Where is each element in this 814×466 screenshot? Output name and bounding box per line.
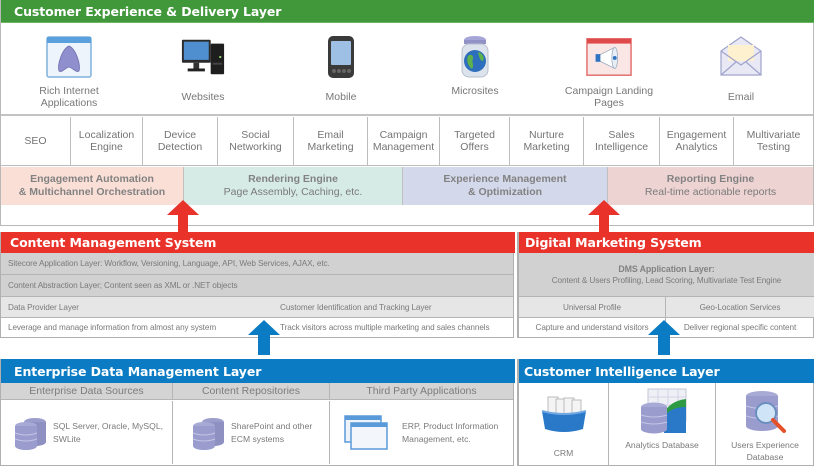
feature-engagement-analytics: Engagement Analytics <box>660 117 734 165</box>
customer-identification-layer: Customer Identification and Tracking Lay… <box>280 302 432 312</box>
engine-engagement-automation: Engagement Automation & Multichannel Orc… <box>1 167 184 205</box>
users-experience-database-label: Users Experience Database <box>731 440 799 462</box>
engine-subtitle: Real-time actionable reports <box>644 186 777 198</box>
channel-label: Microsites <box>451 85 499 97</box>
feature-email-marketing: Email Marketing <box>294 117 368 165</box>
geo-location-description: Deliver regional specific content <box>683 323 797 332</box>
third-party-applications-cell: ERP, Product Information Management, etc… <box>330 401 513 464</box>
content-repositories-header: Content Repositories <box>173 383 330 400</box>
analytics-database-icon <box>640 388 687 434</box>
engine-subtitle: Page Assembly, Caching, etc. <box>223 186 363 198</box>
geo-location-services: Geo-Location Services <box>666 297 814 318</box>
cms-application-layer: Sitecore Application Layer: Workflow, Ve… <box>1 253 513 275</box>
customer-intelligence-layer: Customer Intelligence Layer CRM Analytic… <box>517 359 814 466</box>
channel-label: Websites <box>181 91 225 103</box>
megaphone-icon <box>586 33 632 81</box>
crm-folder-icon <box>541 396 586 432</box>
engine-rendering: Rendering Engine Page Assembly, Caching,… <box>184 167 403 205</box>
engine-title: Rendering Engine <box>248 173 338 185</box>
channel-campaign-landing-pages: Campaign Landing Pages <box>549 33 669 109</box>
channel-rich-internet-applications: Rich Internet Applications <box>9 33 129 109</box>
engine-title: Engagement Automation <box>30 173 154 185</box>
envelope-icon <box>718 33 764 81</box>
customer-experience-header: Customer Experience & Delivery Layer <box>1 0 814 23</box>
engine-title: Reporting Engine <box>666 173 755 185</box>
universal-profile-description: Capture and understand visitors <box>519 318 666 337</box>
engine-experience-management: Experience Management & Optimization <box>403 167 608 205</box>
channel-label: Email <box>727 91 755 103</box>
database-icon <box>192 417 224 450</box>
channel-label: Mobile <box>325 91 357 103</box>
engine-subtitle: & Multichannel Orchestration <box>18 186 166 198</box>
content-repositories-cell: SharePoint and other ECM systems <box>173 401 330 464</box>
channel-microsites: Microsites <box>415 33 535 97</box>
database-icon <box>14 417 46 450</box>
rich-internet-app-icon <box>46 33 92 81</box>
engines-row: Engagement Automation & Multichannel Orc… <box>1 167 813 205</box>
data-provider-layer: Data Provider Layer <box>8 302 79 312</box>
cms-layer-names: Data Provider Layer Customer Identificat… <box>1 297 513 318</box>
universal-profile: Universal Profile <box>519 297 666 318</box>
data-provider-description: Leverage and manage information from alm… <box>8 323 217 332</box>
desktop-computer-icon <box>180 33 226 81</box>
channel-mobile: Mobile <box>281 33 401 103</box>
enterprise-data-sources-text: SQL Server, Oracle, MySQL, SWLite <box>53 421 164 444</box>
dms-app-layer-title: DMS Application Layer: <box>618 263 715 274</box>
customer-experience-layer: Customer Experience & Delivery Layer Ric… <box>0 0 814 226</box>
users-experience-database-cell: Users Experience Database <box>716 383 814 465</box>
crm-cell: CRM <box>519 383 609 465</box>
cms-content-abstraction-layer: Content Abstraction Layer; Content seen … <box>1 275 513 297</box>
arrow-up-enterprise-to-cms <box>248 320 280 355</box>
dms-header: Digital Marketing System <box>519 232 814 253</box>
crm-label: CRM <box>553 448 574 458</box>
channel-label: Campaign Landing Pages <box>564 85 654 109</box>
engine-subtitle: & Optimization <box>467 186 543 198</box>
globe-jar-icon <box>452 33 498 81</box>
feature-multivariate-testing: Multivariate Testing <box>746 128 801 154</box>
feature-localization-engine: Localization Engine <box>71 117 143 165</box>
feature-targeted-offers: Targeted Offers <box>440 117 510 165</box>
enterprise-data-sources-header: Enterprise Data Sources <box>1 383 173 400</box>
features-row: SEO Localization Engine Device Detection… <box>1 117 813 166</box>
arrow-up-cms-to-experience <box>167 200 199 233</box>
feature-seo: SEO <box>1 117 71 165</box>
customer-intelligence-header: Customer Intelligence Layer <box>519 359 814 383</box>
channels-row: Rich Internet Applications Websites <box>1 23 813 116</box>
feature-campaign-management: Campaign Management <box>368 117 440 165</box>
feature-social-networking: Social Networking <box>218 117 294 165</box>
content-management-system: Content Management System Sitecore Appli… <box>0 232 515 338</box>
feature-device-detection: Device Detection <box>143 117 218 165</box>
arrow-up-dms-to-experience <box>588 200 620 233</box>
dms-application-layer: DMS Application Layer: Content & Users P… <box>519 253 814 297</box>
enterprise-data-sources-cell: SQL Server, Oracle, MySQL, SWLite <box>1 401 173 464</box>
analytics-database-cell: Analytics Database <box>609 383 716 465</box>
dms-app-layer-detail: Content & Users Profiling, Lead Scoring,… <box>551 275 782 285</box>
enterprise-header: Enterprise Data Management Layer <box>1 359 515 383</box>
content-repositories-text: SharePoint and other ECM systems <box>231 421 313 444</box>
channel-label: Rich Internet Applications <box>39 85 99 109</box>
feature-sales-intelligence: Sales Intelligence <box>584 117 660 165</box>
database-search-icon <box>745 391 786 433</box>
channel-email: Email <box>681 33 801 103</box>
mobile-device-icon <box>318 33 364 81</box>
channel-websites: Websites <box>143 33 263 103</box>
customer-identification-description: Track visitors across multiple marketing… <box>280 323 490 332</box>
engine-title: Experience Management <box>443 173 567 185</box>
feature-nurture-marketing: Nurture Marketing <box>510 117 584 165</box>
cms-header: Content Management System <box>1 232 515 253</box>
digital-marketing-system: Digital Marketing System DMS Application… <box>517 232 814 338</box>
third-party-applications-text: ERP, Product Information Management, etc… <box>402 421 499 444</box>
enterprise-data-management-layer: Enterprise Data Management Layer Enterpr… <box>0 359 515 466</box>
engine-reporting: Reporting Engine Real-time actionable re… <box>608 167 813 205</box>
analytics-database-label: Analytics Database <box>625 440 699 450</box>
arrow-up-intelligence-to-dms <box>648 320 680 355</box>
third-party-applications-header: Third Party Applications <box>330 383 513 400</box>
application-windows-icon <box>344 414 388 450</box>
